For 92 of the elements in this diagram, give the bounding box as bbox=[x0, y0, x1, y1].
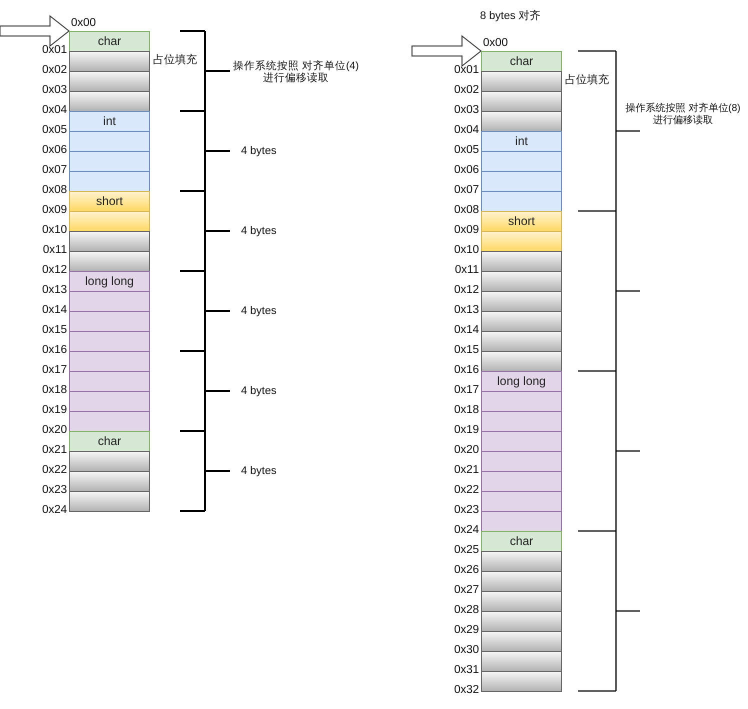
address-label: 0x04 bbox=[42, 103, 67, 117]
address-label: 0x18 bbox=[42, 383, 67, 397]
address-label: 0x05 bbox=[42, 123, 67, 137]
padding-block bbox=[481, 251, 562, 372]
type-label: char bbox=[508, 54, 534, 68]
address-label: 0x19 bbox=[454, 423, 479, 437]
address-label: 0x08 bbox=[454, 203, 479, 217]
address-label: 0x17 bbox=[42, 363, 67, 377]
address-label: 0x20 bbox=[42, 423, 67, 437]
address-label: 0x30 bbox=[454, 643, 479, 657]
address-label: 0x28 bbox=[454, 603, 479, 617]
address-label: 0x21 bbox=[454, 463, 479, 477]
address-label: 0x02 bbox=[42, 63, 67, 77]
address-label: 0x23 bbox=[454, 503, 479, 517]
type-label: int bbox=[102, 114, 117, 128]
address-label: 0x31 bbox=[454, 663, 479, 677]
address-label: 0x07 bbox=[42, 163, 67, 177]
address-label: 0x11 bbox=[454, 263, 479, 277]
padding-block bbox=[69, 451, 150, 512]
address-label: 0x21 bbox=[42, 443, 67, 457]
address-label: 0x11 bbox=[42, 243, 67, 257]
address-label: 0x06 bbox=[42, 143, 67, 157]
memory-block bbox=[69, 191, 150, 232]
address-label: 0x14 bbox=[454, 323, 479, 337]
alignment-note: 操作系统按照 对齐单位(4) 进行偏移读取 bbox=[232, 60, 360, 84]
address-label: 0x14 bbox=[42, 303, 67, 317]
address-label: 0x18 bbox=[454, 403, 479, 417]
address-label: 0x09 bbox=[42, 203, 67, 217]
address-label: 0x24 bbox=[454, 523, 479, 537]
address-label: 0x10 bbox=[42, 223, 67, 237]
address-label: 0x03 bbox=[42, 83, 67, 97]
address-label: 0x06 bbox=[454, 163, 479, 177]
type-label: char bbox=[96, 34, 122, 48]
type-label: int bbox=[514, 134, 529, 148]
address-label: 0x12 bbox=[454, 283, 479, 297]
address-label: 0x27 bbox=[454, 583, 479, 597]
padding-block bbox=[69, 231, 150, 272]
address-label: 0x16 bbox=[42, 343, 67, 357]
type-label: short bbox=[507, 214, 536, 228]
address-label: 0x19 bbox=[42, 403, 67, 417]
padding-note: 占位填充 bbox=[565, 73, 609, 87]
hollow-arrow bbox=[0, 14, 70, 48]
address-label: 0x04 bbox=[454, 123, 479, 137]
address-label: 0x32 bbox=[454, 683, 479, 697]
address-label: 0x24 bbox=[42, 503, 67, 517]
memory-block bbox=[481, 371, 562, 532]
address-label: 0x20 bbox=[454, 443, 479, 457]
address-label: 0x16 bbox=[454, 363, 479, 377]
type-label: char bbox=[96, 434, 122, 448]
address-label: 0x13 bbox=[454, 303, 479, 317]
address-label: 0x26 bbox=[454, 563, 479, 577]
hollow-arrow bbox=[412, 34, 482, 68]
address-label: 0x13 bbox=[42, 283, 67, 297]
type-label: short bbox=[95, 194, 124, 208]
address-label: 0x01 bbox=[42, 43, 67, 57]
memory-block bbox=[69, 271, 150, 432]
byte-count-label: 4 bytes bbox=[241, 304, 276, 318]
type-label: long long bbox=[496, 374, 547, 388]
address-label: 0x05 bbox=[454, 143, 479, 157]
address-label: 0x17 bbox=[454, 383, 479, 397]
byte-count-label: 4 bytes bbox=[241, 384, 276, 398]
address-label: 0x15 bbox=[454, 343, 479, 357]
byte-count-label: 4 bytes bbox=[241, 464, 276, 478]
address-label: 0x15 bbox=[42, 323, 67, 337]
address-label: 0x09 bbox=[454, 223, 479, 237]
padding-note: 占位填充 bbox=[153, 53, 197, 67]
byte-count-label: 4 bytes bbox=[241, 224, 276, 238]
memory-block bbox=[481, 211, 562, 252]
type-label: char bbox=[508, 534, 534, 548]
address-label: 0x00 bbox=[483, 36, 508, 50]
address-label: 0x00 bbox=[71, 16, 96, 30]
address-label: 0x03 bbox=[454, 103, 479, 117]
address-label: 0x25 bbox=[454, 543, 479, 557]
alignment-note: 操作系统按照 对齐单位(8) 进行偏移读取 bbox=[624, 103, 742, 127]
section-heading: 8 bytes 对齐 bbox=[480, 9, 541, 23]
address-label: 0x22 bbox=[454, 483, 479, 497]
address-label: 0x10 bbox=[454, 243, 479, 257]
byte-count-label: 4 bytes bbox=[241, 144, 276, 158]
address-label: 0x01 bbox=[454, 63, 479, 77]
padding-block bbox=[481, 71, 562, 132]
address-label: 0x23 bbox=[42, 483, 67, 497]
padding-block bbox=[69, 51, 150, 112]
type-label: long long bbox=[84, 274, 135, 288]
address-label: 0x02 bbox=[454, 83, 479, 97]
padding-block bbox=[481, 551, 562, 692]
address-label: 0x29 bbox=[454, 623, 479, 637]
address-label: 0x07 bbox=[454, 183, 479, 197]
address-label: 0x08 bbox=[42, 183, 67, 197]
memory-block bbox=[481, 131, 562, 212]
address-label: 0x12 bbox=[42, 263, 67, 277]
memory-block bbox=[69, 111, 150, 192]
address-label: 0x22 bbox=[42, 463, 67, 477]
